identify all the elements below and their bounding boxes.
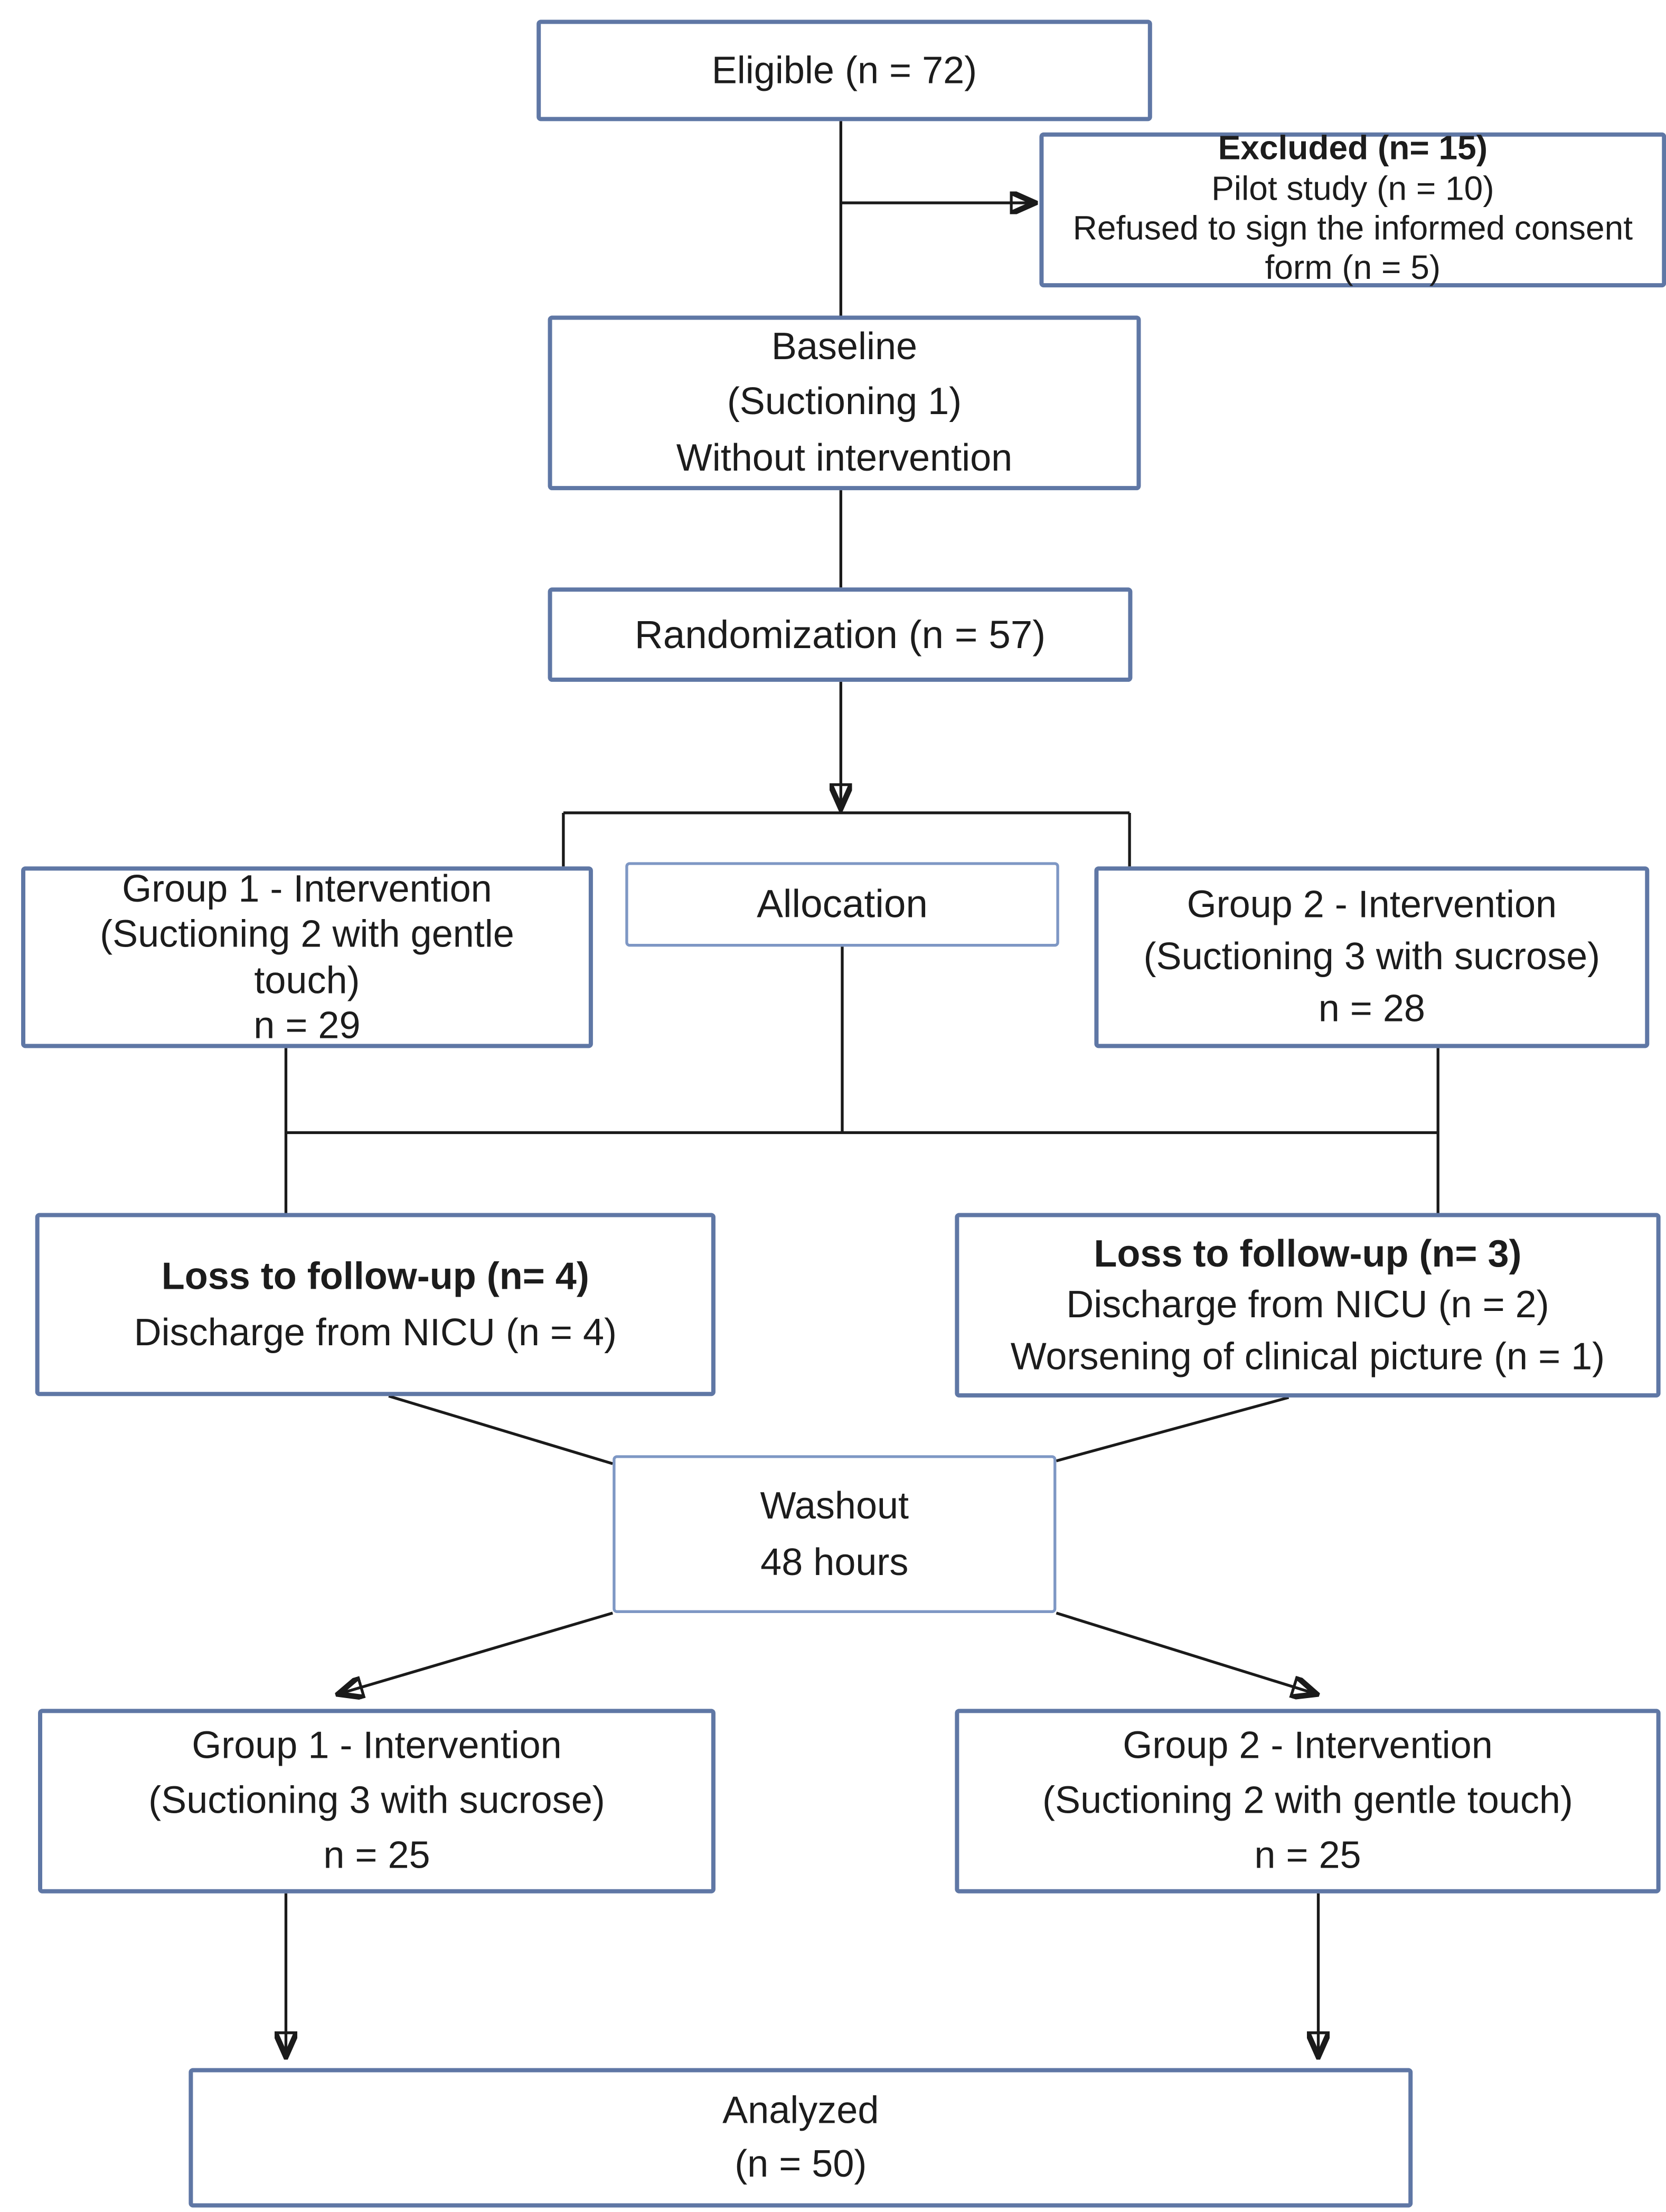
washout-duration: 48 hours bbox=[760, 1541, 909, 1583]
excluded-reason-2: Refused to sign the informed consent for… bbox=[1072, 210, 1633, 288]
eligible-label: Eligible (n = 72) bbox=[711, 49, 977, 91]
loss-group2-box: Loss to follow-up (n= 3) Discharge from … bbox=[955, 1213, 1661, 1398]
allocation-label: Allocation bbox=[757, 882, 928, 926]
baseline-label: Baseline bbox=[771, 325, 918, 368]
group2-crossover-detail: (Suctioning 2 with gentle touch) bbox=[1042, 1779, 1573, 1822]
baseline-box: Baseline (Suctioning 1) Without interven… bbox=[548, 315, 1141, 491]
group2-crossover-n: n = 25 bbox=[1254, 1834, 1361, 1877]
analyzed-label: Analyzed bbox=[722, 2088, 879, 2131]
connector-loss1-washout bbox=[388, 1394, 614, 1465]
group2-allocation-title: Group 2 - Intervention bbox=[1187, 883, 1557, 925]
connector-washout-group2-arrow bbox=[1056, 1611, 1314, 1693]
baseline-suctioning-label: (Suctioning 1) bbox=[727, 380, 962, 423]
group1-crossover-n: n = 25 bbox=[323, 1834, 430, 1877]
randomization-label: Randomization (n = 57) bbox=[634, 612, 1046, 656]
group2-crossover-title: Group 2 - Intervention bbox=[1123, 1724, 1493, 1767]
loss-group2-reason-2: Worsening of clinical picture (n = 1) bbox=[1010, 1335, 1605, 1377]
group2-crossover-box: Group 2 - Intervention (Suctioning 2 wit… bbox=[955, 1709, 1661, 1894]
loss-group2-reason-1: Discharge from NICU (n = 2) bbox=[1066, 1283, 1549, 1326]
group1-allocation-box: Group 1 - Intervention (Suctioning 2 wit… bbox=[21, 866, 593, 1048]
excluded-title: Excluded (n= 15) bbox=[1218, 130, 1488, 168]
connector-loss2-washout bbox=[1056, 1396, 1289, 1463]
loss-group1-reason-1: Discharge from NICU (n = 4) bbox=[134, 1311, 617, 1354]
analyzed-n: (n = 50) bbox=[735, 2142, 867, 2185]
group1-allocation-detail: (Suctioning 2 with gentle touch) bbox=[100, 913, 514, 1001]
group1-allocation-n: n = 29 bbox=[253, 1004, 361, 1047]
connector-washout-group1-arrow bbox=[341, 1611, 613, 1693]
allocation-box: Allocation bbox=[625, 862, 1059, 947]
loss-group2-title: Loss to follow-up (n= 3) bbox=[1094, 1233, 1522, 1276]
group2-allocation-n: n = 28 bbox=[1318, 988, 1425, 1030]
washout-label: Washout bbox=[760, 1484, 909, 1526]
excluded-reason-1: Pilot study (n = 10) bbox=[1211, 170, 1494, 208]
washout-box: Washout 48 hours bbox=[613, 1455, 1057, 1613]
group1-crossover-box: Group 1 - Intervention (Suctioning 3 wit… bbox=[38, 1709, 716, 1894]
randomization-box: Randomization (n = 57) bbox=[548, 587, 1133, 682]
loss-group1-box: Loss to follow-up (n= 4) Discharge from … bbox=[35, 1213, 716, 1396]
loss-group1-title: Loss to follow-up (n= 4) bbox=[161, 1254, 589, 1297]
group1-crossover-detail: (Suctioning 3 with sucrose) bbox=[148, 1779, 605, 1822]
group1-crossover-title: Group 1 - Intervention bbox=[192, 1724, 562, 1767]
analyzed-box: Analyzed (n = 50) bbox=[189, 2068, 1413, 2208]
excluded-box: Excluded (n= 15) Pilot study (n = 10) Re… bbox=[1039, 130, 1666, 288]
baseline-intervention-label: Without intervention bbox=[676, 436, 1013, 479]
group2-allocation-detail: (Suctioning 3 with sucrose) bbox=[1143, 935, 1601, 978]
eligible-box: Eligible (n = 72) bbox=[536, 20, 1152, 121]
group1-allocation-title: Group 1 - Intervention bbox=[122, 867, 492, 910]
group2-allocation-box: Group 2 - Intervention (Suctioning 3 wit… bbox=[1094, 866, 1650, 1048]
